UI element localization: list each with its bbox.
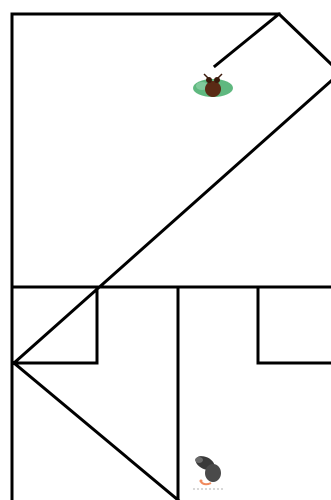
crawling-creature-icon [193,453,223,489]
lower-right-notch-wall [258,287,331,363]
diagonal-wall-upper-tip [215,14,331,66]
maze-walls [12,14,331,500]
bug-on-leaf-icon [193,74,233,97]
diagonal-wall-lower-left [14,363,178,500]
diagonal-wall-long-right [14,81,331,363]
